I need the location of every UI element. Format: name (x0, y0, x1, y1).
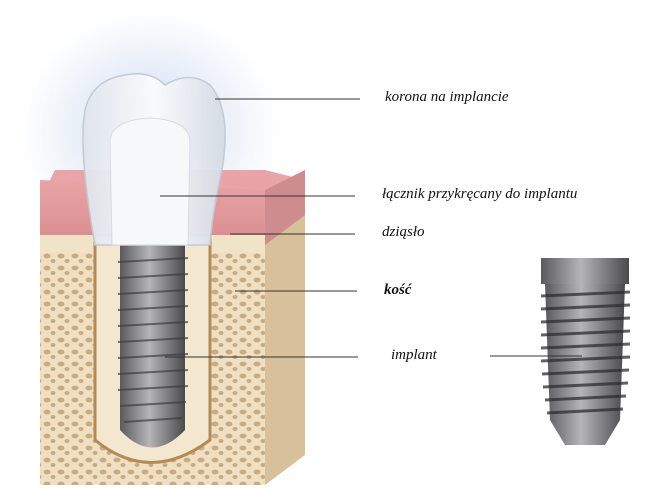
gum-side (265, 170, 305, 245)
abutment (109, 117, 191, 246)
label-implant: implant (391, 347, 437, 363)
label-gum: dziąsło (382, 224, 425, 240)
standalone-implant (540, 258, 631, 445)
label-bone: kość (384, 282, 412, 298)
leader-lines (160, 98, 582, 358)
label-abutment: łącznik przykręcany do implantu (382, 186, 578, 202)
implant-in-bone (117, 240, 189, 448)
label-crown: korona na implancie (385, 89, 509, 105)
bone-side (265, 180, 305, 485)
